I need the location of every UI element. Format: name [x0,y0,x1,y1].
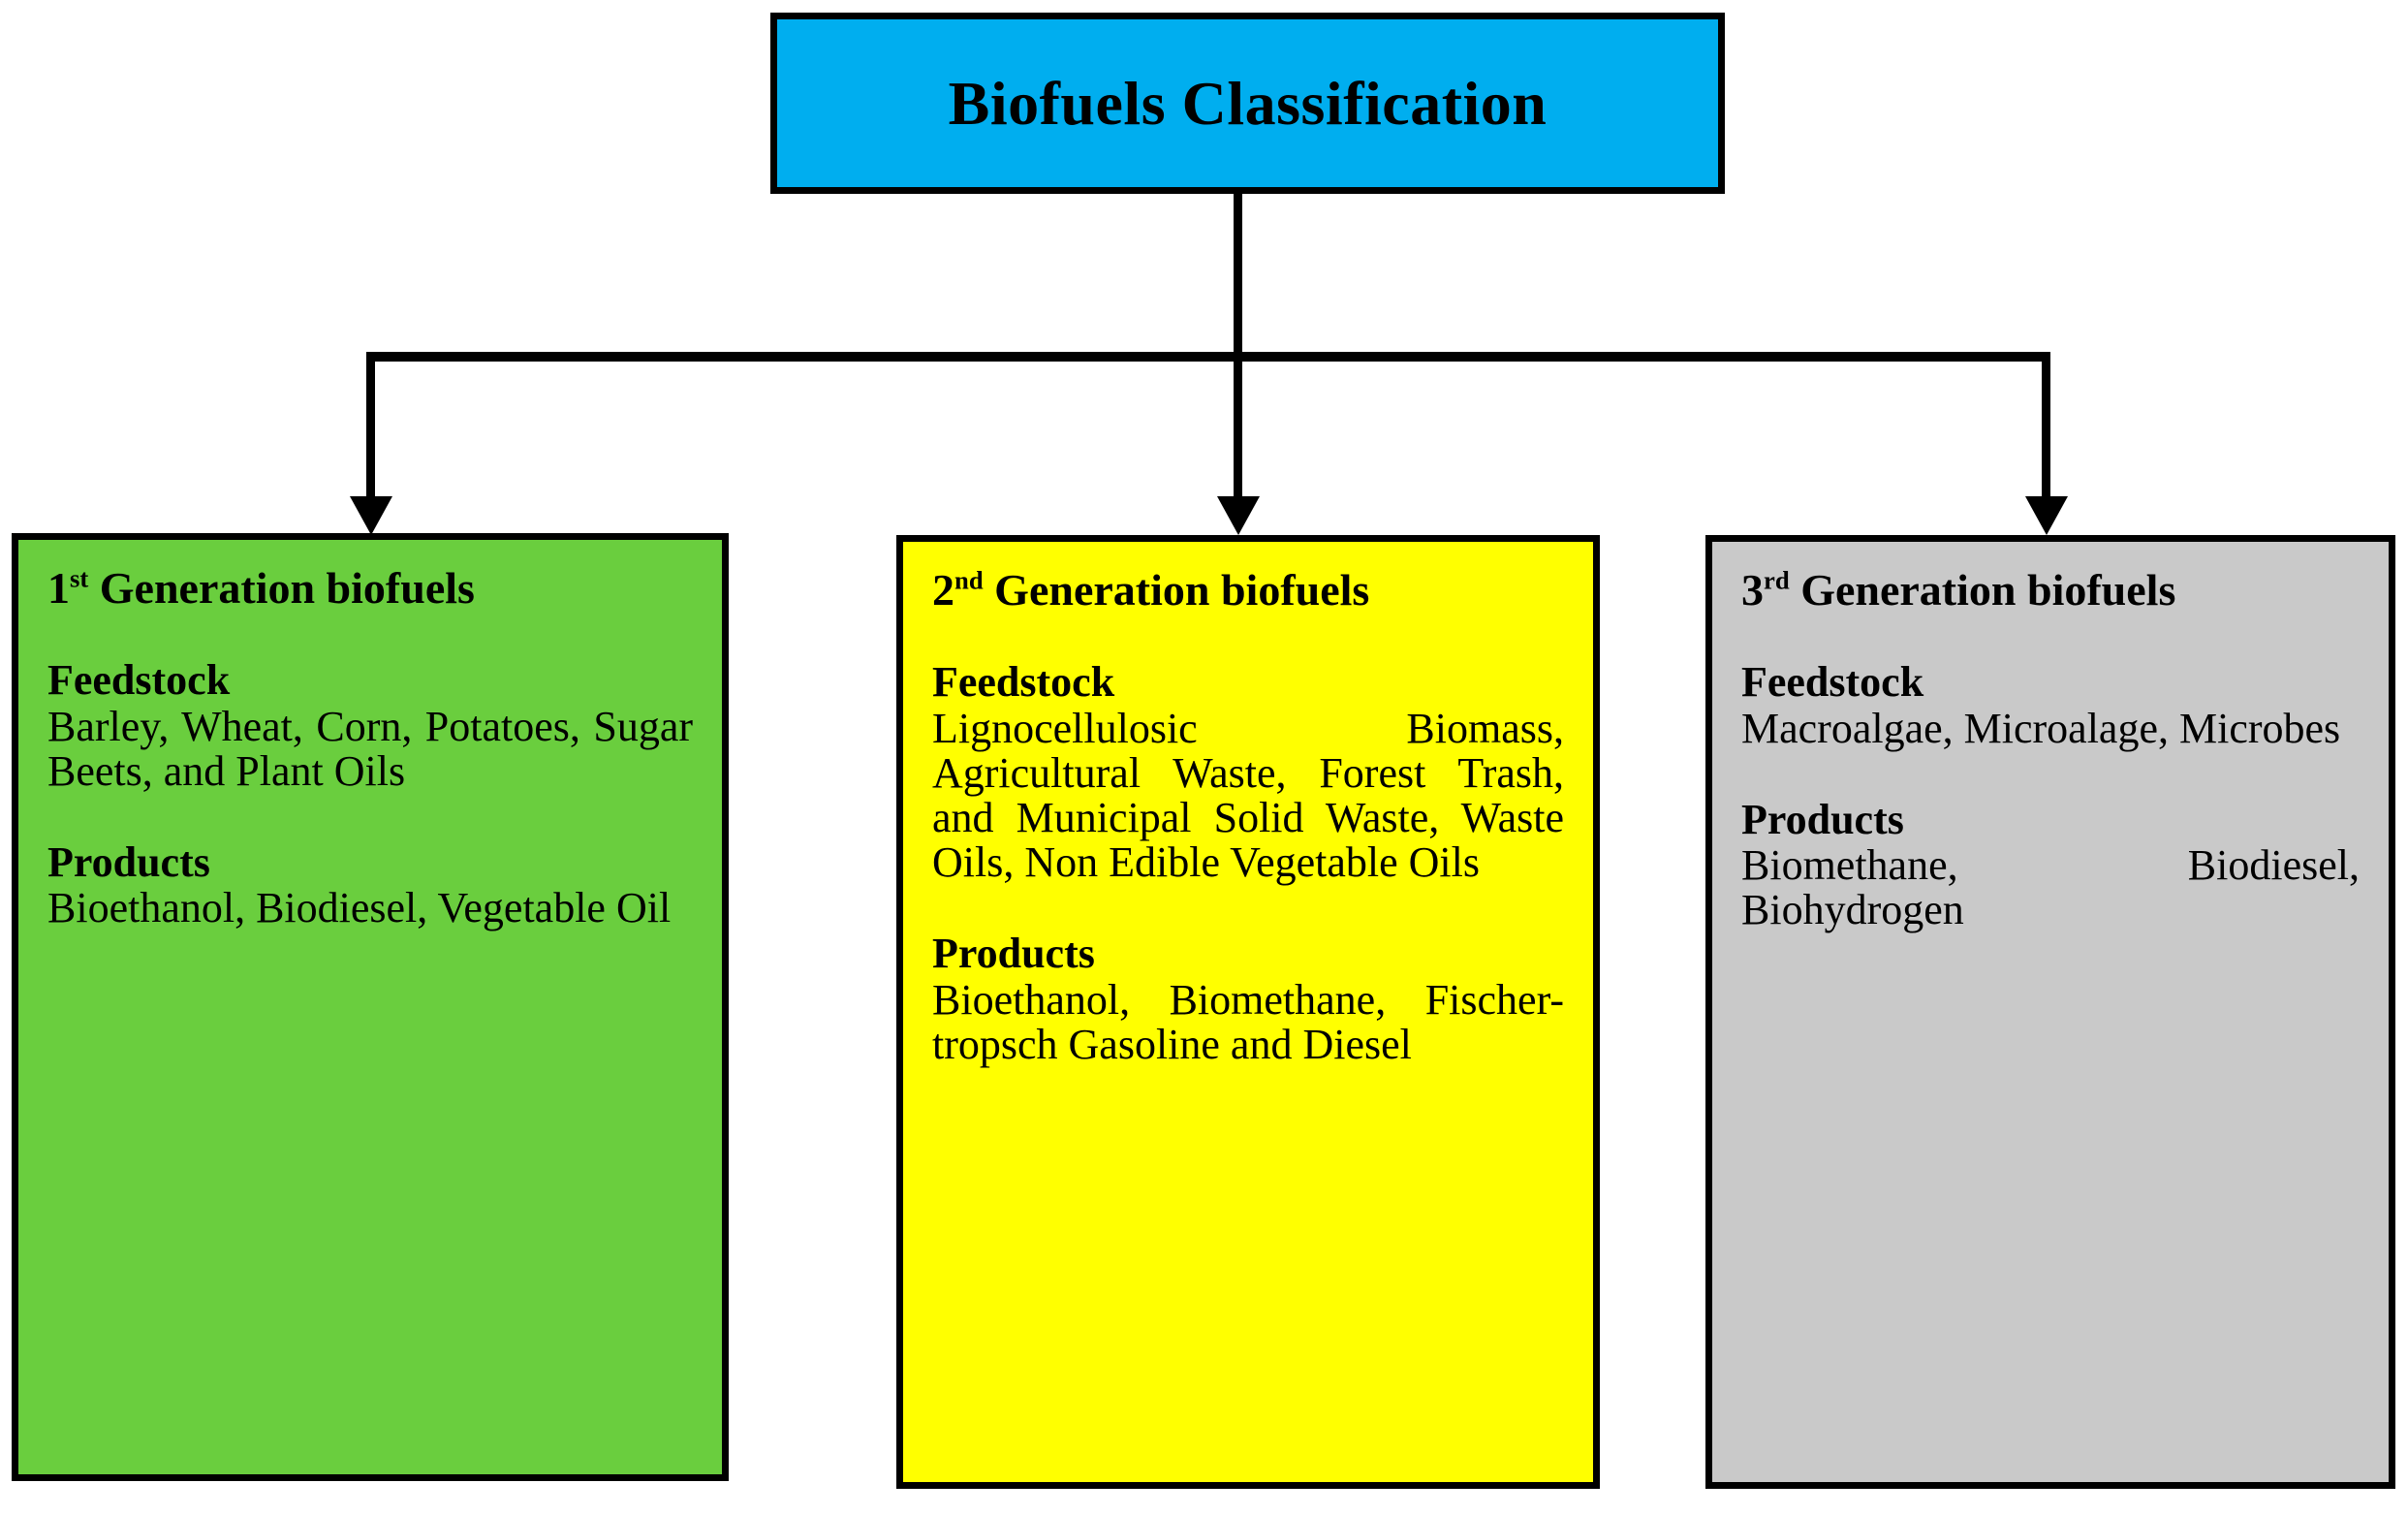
connector-horizontal-bar [366,352,2050,362]
generation-title-rest-second: Generation biofuels [983,565,1370,615]
generation-title-third: 3rd Generation biofuels [1741,565,2360,615]
products-text-second: Bioethanol, Biomethane, Fischer-tropsch … [932,975,1564,1068]
connector-drop-third [2042,357,2050,500]
feedstock-label-first: Feedstock [47,656,231,705]
feedstock-label-second: Feedstock [932,658,1115,707]
generation-ordinal-suffix-first: st [70,563,89,593]
generation-box-second: 2nd Generation biofuels Feedstock Lignoc… [896,535,1600,1489]
connector-drop-second [1234,357,1242,500]
products-label-second: Products [932,930,1095,978]
products-section-first: Products Bioethanol, Biodiesel, Vegetabl… [47,838,693,931]
feedstock-text-first: Barley, Wheat, Corn, Potatoes, Sugar Bee… [47,702,693,795]
generation-ordinal-first: 1 [47,563,70,613]
arrow-head-first [350,496,392,535]
generation-box-first: 1st Generation biofuels Feedstock Barley… [12,533,729,1481]
products-label-first: Products [47,837,210,886]
generation-title-first: 1st Generation biofuels [47,563,693,613]
generation-box-third: 3rd Generation biofuels Feedstock Macroa… [1705,535,2395,1489]
arrow-head-second [1217,496,1260,535]
generation-ordinal-second: 2 [932,565,954,615]
feedstock-text-second: Lignocellulosic Biomass, Agricultural Wa… [932,704,1564,887]
connector-drop-first [366,357,375,500]
generation-title-rest-third: Generation biofuels [1789,565,2176,615]
products-section-second: Products Bioethanol, Biomethane, Fischer… [932,930,1564,1067]
feedstock-section-first: Feedstock Barley, Wheat, Corn, Potatoes,… [47,656,693,794]
connector-stem [1234,194,1242,357]
generation-title-rest-first: Generation biofuels [88,563,475,613]
generation-ordinal-third: 3 [1741,565,1764,615]
feedstock-section-second: Feedstock Lignocellulosic Biomass, Agric… [932,658,1564,885]
arrow-head-third [2025,496,2068,535]
diagram-title: Biofuels Classification [948,68,1548,138]
products-text-third: Biomethane, Biodiesel, Biohydrogen [1741,841,2360,934]
products-text-first: Bioethanol, Biodiesel, Vegetable Oil [47,884,672,932]
title-box: Biofuels Classification [770,13,1725,194]
products-label-third: Products [1741,795,1904,843]
generation-ordinal-suffix-third: rd [1764,565,1790,595]
feedstock-section-third: Feedstock Macroalgae, Microalage, Microb… [1741,658,2360,750]
feedstock-text-third: Macroalgae, Microalage, Microbes [1741,704,2341,752]
generation-ordinal-suffix-second: nd [954,565,984,595]
products-section-third: Products Biomethane, Biodiesel, Biohydro… [1741,796,2360,933]
feedstock-label-third: Feedstock [1741,658,1924,707]
generation-title-second: 2nd Generation biofuels [932,565,1564,615]
